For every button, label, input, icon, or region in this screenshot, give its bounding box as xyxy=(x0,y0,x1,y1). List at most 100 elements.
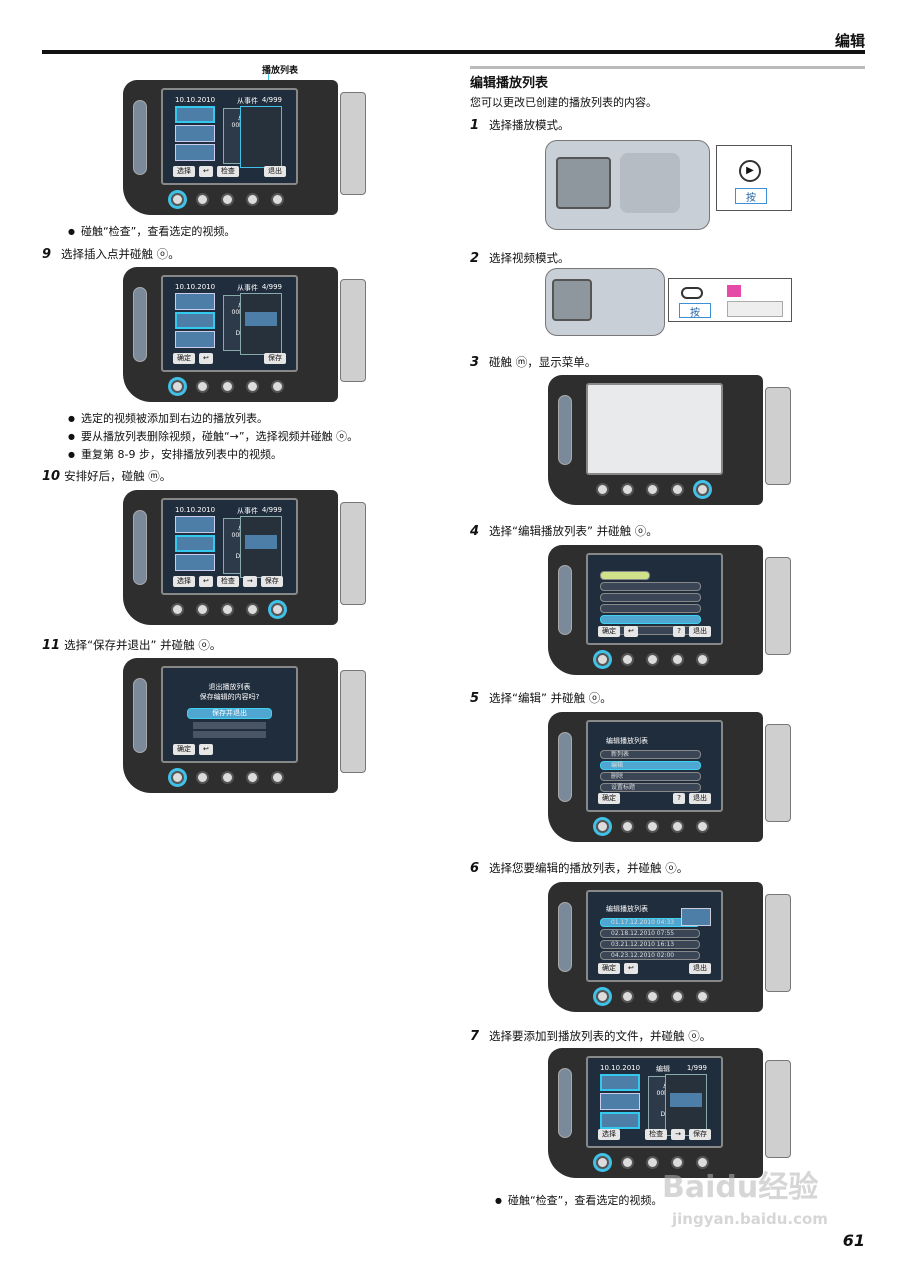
watermark-logo: Baidu经验 xyxy=(662,1170,819,1205)
camera-screen-save-dialog: 退出播放列表 保存编辑的内容吗? 保存并退出 确定↩ xyxy=(123,658,366,793)
menu-item-delete[interactable]: 删除 xyxy=(600,772,701,781)
event-label: 从事件 xyxy=(237,284,258,292)
camera-screen-playlist-select: 编辑播放列表 01.17.12.2010 04:33 02.18.12.2010… xyxy=(548,882,791,1012)
camera-screen-edit-menu: 编辑播放列表 新列表 编辑 删除 设置标题 确定?退出 xyxy=(548,712,791,842)
camcorder-image-2 xyxy=(545,268,665,336)
date-label: 10.10.2010 xyxy=(175,283,216,291)
exit-button[interactable]: 退出 xyxy=(689,626,711,637)
date-label: 10.10.2010 xyxy=(175,96,216,104)
slider-bar[interactable] xyxy=(133,678,147,753)
save-and-exit-option[interactable]: 保存并退出 xyxy=(187,708,272,719)
confirm-button[interactable]: 确定 xyxy=(598,626,620,637)
ok-button[interactable] xyxy=(596,652,609,666)
menu-item-new[interactable]: 新列表 xyxy=(600,750,701,759)
section-header: 编辑 xyxy=(834,32,865,50)
count-label: 4/999 xyxy=(261,283,282,291)
watermark-url: jingyan.baidu.com xyxy=(672,1210,828,1228)
edit-playlist-menu-item[interactable] xyxy=(600,615,701,624)
slider-bar[interactable] xyxy=(133,287,147,362)
playlist-screen-title: 编辑播放列表 xyxy=(606,905,648,913)
confirm-button[interactable]: 确定 xyxy=(598,793,620,804)
playlist-item[interactable]: 04.23.12.2010 02:00 xyxy=(600,951,700,960)
playlist-item[interactable]: 03.21.12.2010 16:13 xyxy=(600,940,700,949)
save-button[interactable]: 保存 xyxy=(264,353,286,364)
count-label: 4/999 xyxy=(261,506,282,514)
slider-bar[interactable] xyxy=(133,510,147,585)
count-label: 4/999 xyxy=(261,96,282,104)
bullet-check: 碰触“检查”，查看选定的视频。 xyxy=(68,223,235,239)
count-label: 1/999 xyxy=(686,1064,707,1072)
bullet-9-1: 选定的视频被添加到右边的播放列表。 xyxy=(68,410,268,426)
select-button[interactable]: 选择 xyxy=(173,166,195,177)
slider-bar[interactable] xyxy=(558,395,572,465)
ok-button[interactable] xyxy=(171,192,184,206)
menu-button[interactable] xyxy=(271,602,284,616)
page-number: 61 xyxy=(842,1231,865,1250)
check-button[interactable]: 检查 xyxy=(645,1129,668,1140)
slider-bar[interactable] xyxy=(558,732,572,802)
check-button[interactable]: 检查 xyxy=(216,166,239,177)
header-rule xyxy=(42,50,865,54)
camcorder-image xyxy=(545,140,710,230)
confirm-button[interactable]: 确定 xyxy=(173,744,195,755)
slider-bar[interactable] xyxy=(133,100,147,175)
save-button[interactable]: 保存 xyxy=(260,576,283,587)
date-label: 10.10.2010 xyxy=(600,1064,641,1072)
event-label: 从事件 xyxy=(237,507,258,515)
camera-screen-menu: 确定↩?退出 xyxy=(548,545,791,675)
save-dialog-text: 退出播放列表 保存编辑的内容吗? xyxy=(199,683,260,701)
video-mode-callout: 按 xyxy=(668,278,792,322)
exit-button[interactable]: 退出 xyxy=(264,166,286,177)
bullet-9-3: 重复第 8-9 步，安排播放列表中的视频。 xyxy=(68,446,282,462)
camera-screen-insert: 10.10.2010 从事件 4/999 总计00h00mDVD1 确定↩保存 xyxy=(123,267,366,402)
section-rule xyxy=(470,66,865,69)
camera-screen-blank xyxy=(548,375,791,505)
edit-label: 编辑 xyxy=(656,1065,670,1073)
press-label: 按 xyxy=(735,188,767,204)
section-title: 编辑播放列表 xyxy=(470,76,549,91)
bullet-9-2: 要从播放列表删除视频，碰触“→”，选择视频并碰触 ⓞ。 xyxy=(68,428,358,444)
ok-button[interactable] xyxy=(596,819,609,833)
playlist-item[interactable]: 02.18.12.2010 07:55 xyxy=(600,929,700,938)
play-button-callout: ▶ 按 xyxy=(716,145,792,211)
slider-bar[interactable] xyxy=(558,1068,572,1138)
date-label: 10.10.2010 xyxy=(175,506,216,514)
exit-button[interactable]: 退出 xyxy=(689,963,711,974)
menu-item-edit[interactable]: 编辑 xyxy=(600,761,701,770)
select-button[interactable]: 选择 xyxy=(598,1129,620,1140)
menu-button[interactable] xyxy=(696,482,709,496)
press-label: 按 xyxy=(679,303,711,319)
bullet-7: 碰触“检查”，查看选定的视频。 xyxy=(495,1192,662,1208)
ok-button[interactable] xyxy=(171,379,184,393)
section-intro: 您可以更改已创建的播放列表的内容。 xyxy=(470,96,657,109)
edit-menu-title: 编辑播放列表 xyxy=(606,737,648,745)
select-button[interactable]: 选择 xyxy=(173,576,195,587)
save-button[interactable]: 保存 xyxy=(689,1129,711,1140)
confirm-button[interactable]: 确定 xyxy=(598,963,620,974)
slider-bar[interactable] xyxy=(558,565,572,635)
camera-hinge xyxy=(340,92,366,195)
camera-screen-arrange: 10.10.2010 从事件 4/999 总计00h00mDVD1 选择↩检查→… xyxy=(123,490,366,625)
playlist-callout-label: 播放列表 xyxy=(262,66,299,76)
ok-button[interactable] xyxy=(596,1155,609,1169)
check-button[interactable]: 检查 xyxy=(216,576,239,587)
confirm-button[interactable]: 确定 xyxy=(173,353,195,364)
ok-button[interactable] xyxy=(596,989,609,1003)
menu-item-title[interactable]: 设置标题 xyxy=(600,783,701,792)
exit-button[interactable]: 退出 xyxy=(689,793,711,804)
event-label: 从事件 xyxy=(237,97,258,105)
slider-bar[interactable] xyxy=(558,902,572,972)
ok-button[interactable] xyxy=(171,770,184,784)
